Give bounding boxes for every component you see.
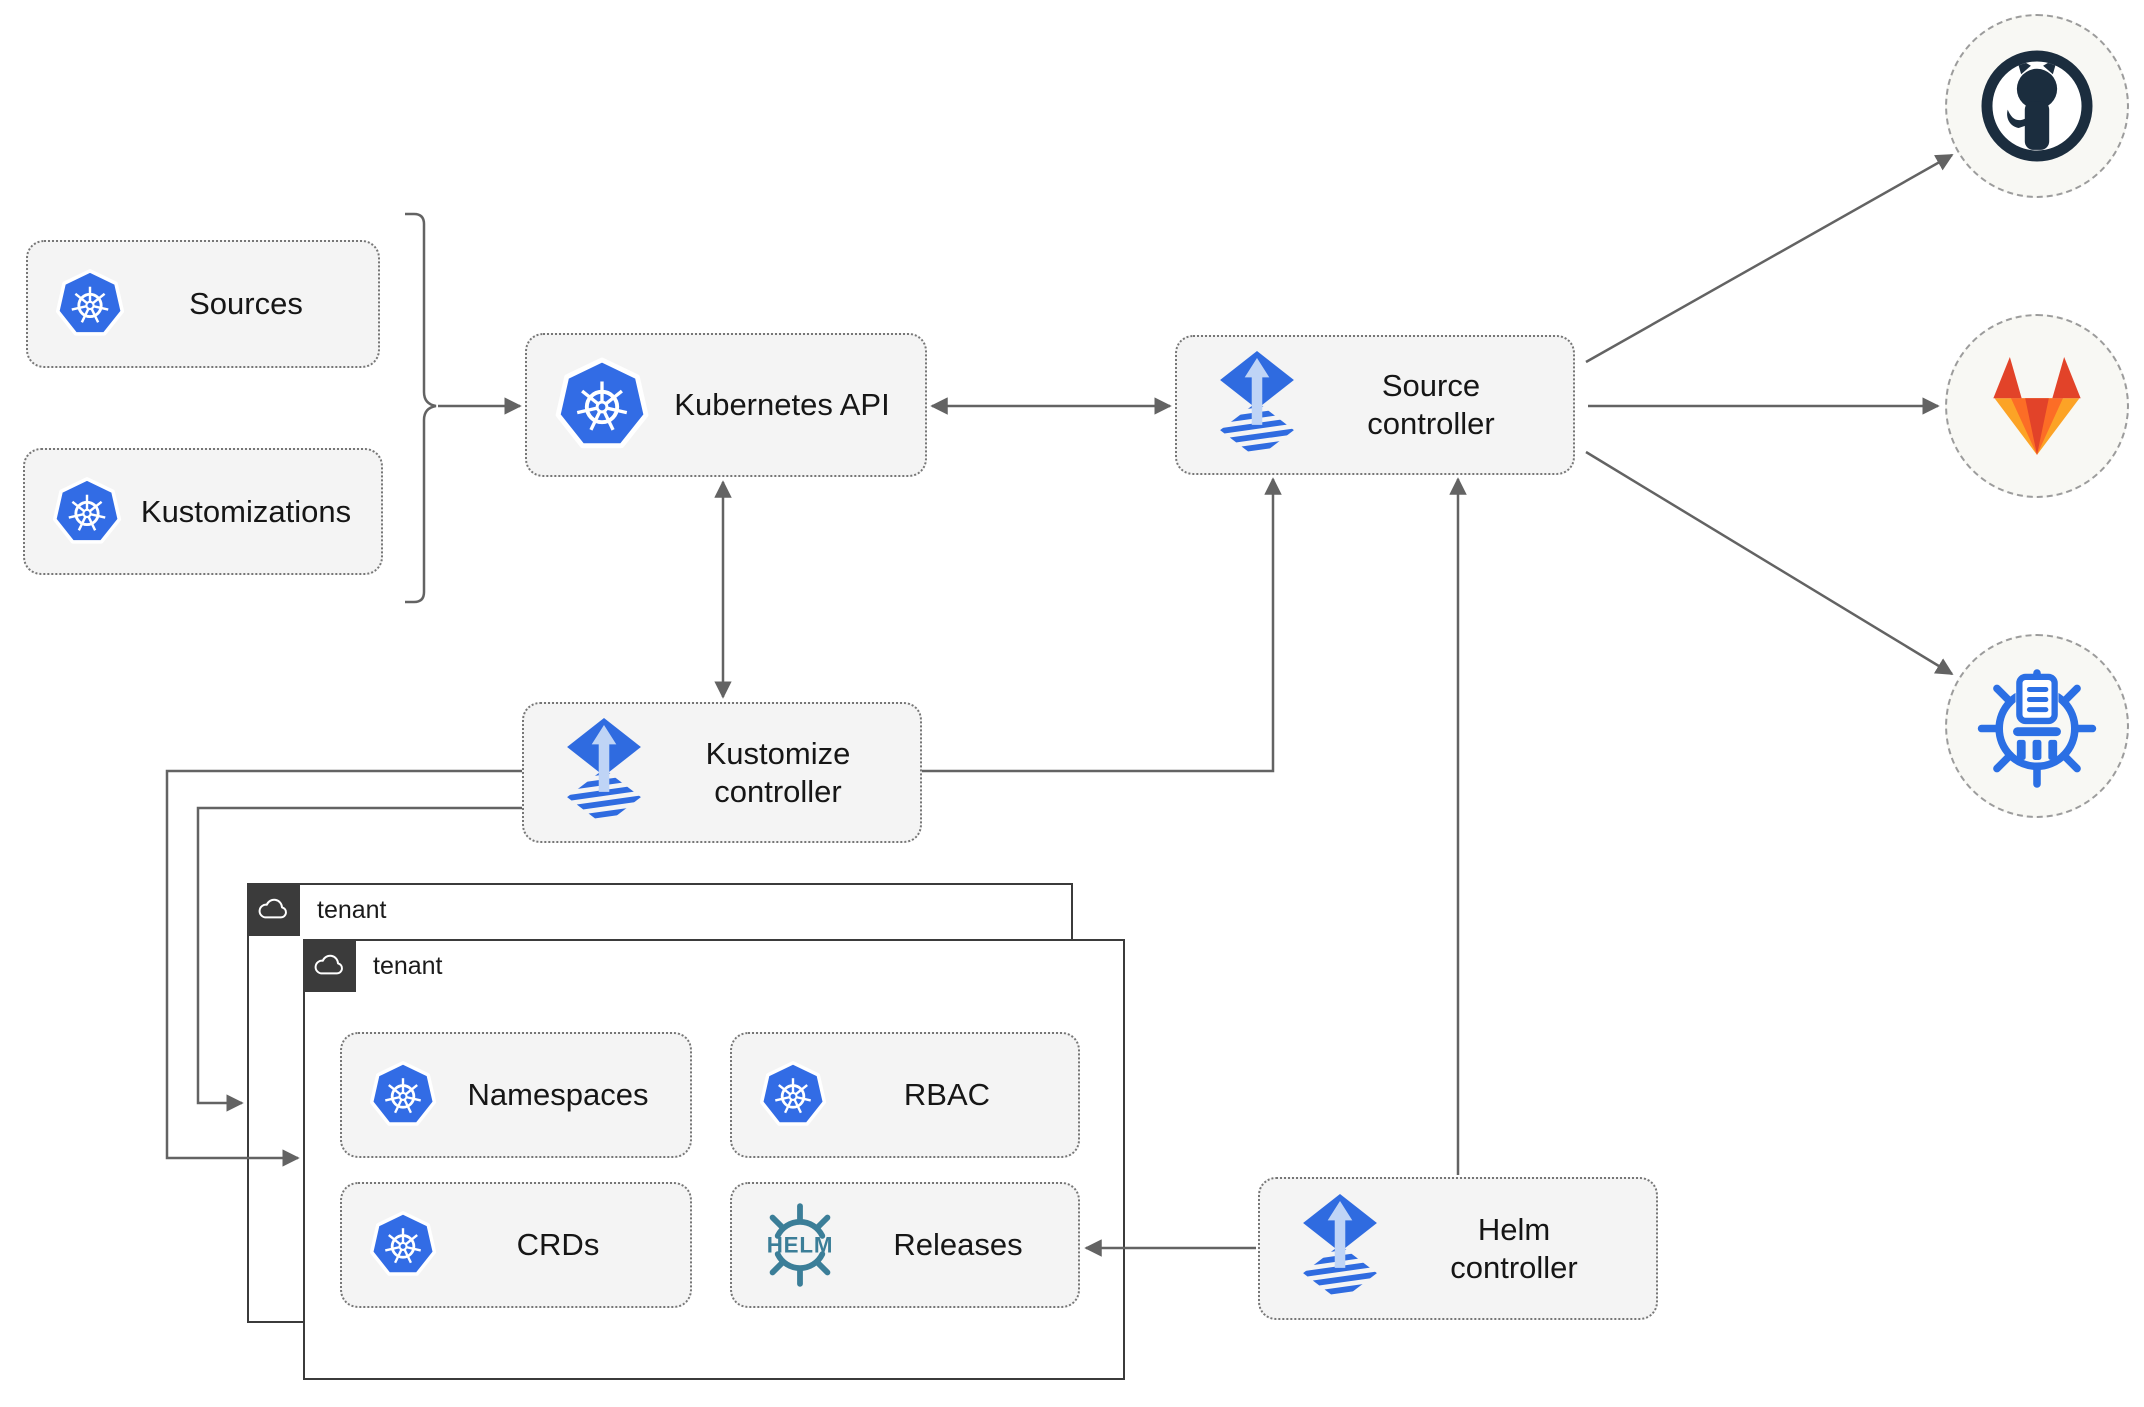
- node-sources-label: Sources: [189, 286, 303, 322]
- node-kustomizations-label: Kustomizations: [140, 493, 352, 529]
- kubernetes-icon: [54, 268, 126, 340]
- kubernetes-icon: [368, 1210, 438, 1280]
- node-namespaces: Namespaces: [340, 1032, 692, 1158]
- tenant-inner-label: tenant: [373, 952, 443, 980]
- tenant-outer-label: tenant: [317, 896, 387, 924]
- node-kustomize-controller-label: Kustomize controller: [648, 735, 920, 811]
- flux-icon: [1213, 351, 1301, 460]
- node-kubernetes-api-label: Kubernetes API: [674, 387, 890, 423]
- gitlab-node: [1945, 314, 2129, 498]
- node-rbac-label: RBAC: [903, 1077, 991, 1113]
- label-line1: Source: [1381, 368, 1481, 404]
- chartmuseum-node: [1945, 634, 2129, 818]
- node-releases: HELM Releases: [730, 1182, 1080, 1308]
- label-line2: controller: [1450, 1249, 1578, 1285]
- kubernetes-icon: [553, 356, 651, 454]
- node-crds-label: CRDs: [516, 1227, 600, 1263]
- helm-icon: HELM: [767, 1203, 834, 1287]
- node-helm-controller-label: Helm controller: [1384, 1211, 1656, 1287]
- node-kubernetes-api: Kubernetes API: [525, 333, 927, 477]
- node-rbac: RBAC: [730, 1032, 1080, 1158]
- node-helm-controller: Helm controller: [1258, 1177, 1658, 1320]
- flux-icon: [560, 718, 648, 827]
- github-node: [1945, 14, 2129, 198]
- label-line1: Helm: [1477, 1211, 1551, 1247]
- label-line2: controller: [1367, 406, 1495, 441]
- cloud-icon: [246, 882, 300, 936]
- node-source-controller-label: Source controller: [1301, 367, 1573, 443]
- node-crds: CRDs: [340, 1182, 692, 1308]
- bracket: [405, 212, 437, 604]
- node-sources: Sources: [26, 240, 380, 368]
- node-releases-label: Releases: [893, 1227, 1023, 1263]
- cloud-icon: [302, 938, 356, 992]
- label-line2: controller: [714, 773, 842, 809]
- node-kustomize-controller: Kustomize controller: [522, 702, 922, 843]
- node-source-controller: Source controller: [1175, 335, 1575, 475]
- helm-logo-text: HELM: [767, 1232, 834, 1257]
- kubernetes-icon: [51, 476, 123, 548]
- node-kustomizations: Kustomizations: [23, 448, 383, 575]
- kubernetes-icon: [368, 1060, 438, 1130]
- flux-icon: [1296, 1194, 1384, 1303]
- node-namespaces-label: Namespaces: [467, 1077, 649, 1113]
- label-line1: Kustomize: [705, 735, 851, 771]
- kubernetes-icon: [758, 1060, 828, 1130]
